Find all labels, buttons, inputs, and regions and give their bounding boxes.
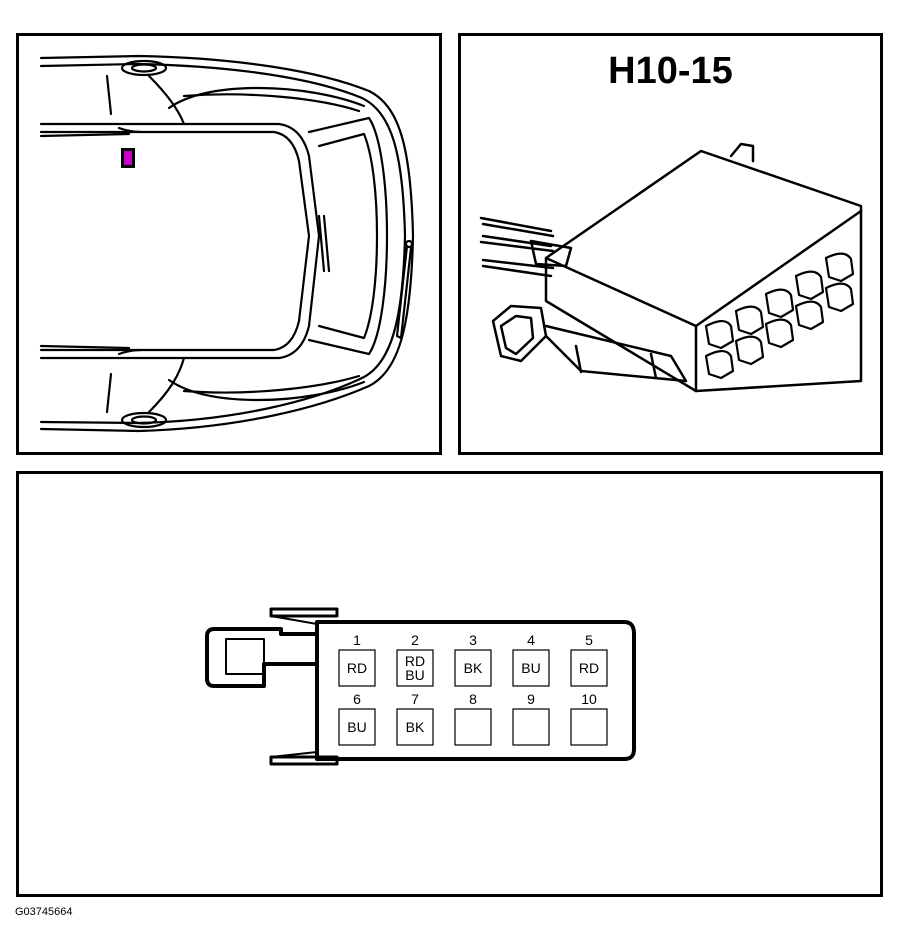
pin-number: 9	[527, 691, 535, 707]
pin-9: 9	[512, 691, 550, 746]
figure-id: G03745664	[15, 906, 73, 918]
pin-number: 5	[585, 632, 593, 648]
pin-number: 2	[411, 632, 419, 648]
pin-number: 8	[469, 691, 477, 707]
wire-color-label: BK	[406, 719, 425, 735]
pin-cavity	[454, 708, 492, 746]
pin-6: 6BU	[338, 691, 376, 746]
pin-cavity	[338, 649, 376, 687]
pin-3: 3BK	[454, 632, 492, 687]
pin-cavity	[570, 708, 608, 746]
wire-color-label: BU	[347, 719, 366, 735]
pin-number: 3	[469, 632, 477, 648]
wire-color-label: BU	[521, 660, 540, 676]
vehicle-top-view	[39, 54, 415, 433]
connector-view-panel: H10-15	[458, 33, 883, 455]
wire-color-label: BK	[464, 660, 483, 676]
pin-cavity	[396, 708, 434, 746]
pin-5: 5RD	[570, 632, 608, 687]
pin-4: 4BU	[512, 632, 550, 687]
pin-10: 10	[570, 691, 608, 746]
wire-color-label: RD	[579, 660, 599, 676]
pin-number: 7	[411, 691, 419, 707]
pin-cavity	[570, 649, 608, 687]
pin-cavity	[512, 649, 550, 687]
pin-8: 8	[454, 691, 492, 746]
connector-id-title: H10-15	[608, 50, 733, 92]
connector-3d-drawing	[479, 142, 863, 393]
connector-location-highlight	[124, 151, 132, 165]
wire-color-label: RD	[347, 660, 367, 676]
pin-1: 1RD	[338, 632, 376, 687]
pin-cavity	[338, 708, 376, 746]
vehicle-location-panel	[16, 33, 442, 455]
pin-number: 4	[527, 632, 535, 648]
pin-number: 1	[353, 632, 361, 648]
pin-cavity	[512, 708, 550, 746]
pin-7: 7BK	[396, 691, 434, 746]
wire-color-label: BU	[405, 667, 424, 683]
pin-cavity	[454, 649, 492, 687]
connector-outline	[205, 607, 636, 766]
pin-number: 6	[353, 691, 361, 707]
pin-number: 10	[581, 691, 597, 707]
wire-color-label: RD	[405, 653, 425, 669]
pin-cavity	[396, 649, 434, 687]
